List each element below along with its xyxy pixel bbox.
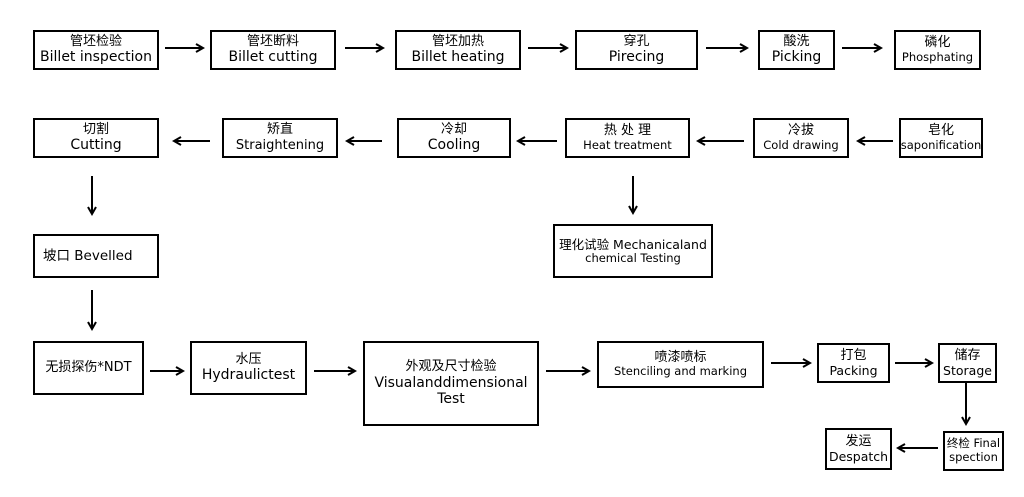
step-billet-heating: 管坯加热 Billet heating [395, 30, 521, 70]
step-label-line1: 理化试验 Mechanicaland [559, 236, 707, 252]
step-label-zh: 酸洗 [783, 33, 810, 49]
step-label-zh: 穿孔 [623, 33, 650, 49]
step-cold-drawing: 冷拔 Cold drawing [753, 118, 849, 158]
step-cooling: 冷却 Cooling [397, 118, 511, 158]
step-label-zh: 切割 [82, 121, 109, 137]
step-label-en: Visualanddimensional [374, 374, 528, 391]
step-label-line2: chemical Testing [585, 250, 681, 265]
step-label-zh: 储存 [954, 347, 981, 363]
step-label-en: Cold drawing [763, 137, 839, 152]
step-bevelled: 坡口 Bevelled [33, 234, 159, 278]
step-label-en: Hydraulictest [201, 367, 296, 384]
step-label-en: Heat treatment [583, 137, 672, 152]
step-label-en: Storage [943, 363, 992, 379]
step-label-line1: 终检 Final [946, 436, 1001, 451]
step-label-zh: 喷漆喷标 [654, 349, 707, 365]
step-label-zh: 热 处 理 [603, 123, 652, 139]
step-label-zh: 管坯检验 [69, 33, 122, 49]
step-straightening: 矫直 Straightening [222, 118, 338, 158]
step-stenciling-marking: 喷漆喷标 Stenciling and marking [597, 341, 764, 388]
step-picking: 酸洗 Picking [758, 30, 835, 70]
step-phosphating: 磷化 Phosphating [894, 30, 981, 70]
step-label-en: Pirecing [608, 49, 665, 66]
step-billet-cutting: 管坯断料 Billet cutting [210, 30, 336, 70]
step-label-zh: 冷拔 [787, 123, 814, 139]
step-label-zh: 磷化 [924, 35, 951, 51]
step-label-en: Billet inspection [40, 49, 152, 66]
step-label-en: Cooling [427, 137, 481, 154]
step-label-en: Phosphating [901, 49, 974, 64]
step-heat-treatment: 热 处 理 Heat treatment [565, 118, 690, 158]
step-saponification: 皂化 saponification [899, 118, 983, 158]
step-label-zh: 打包 [840, 347, 867, 363]
step-label-en: Packing [829, 363, 878, 379]
step-cutting: 切割 Cutting [33, 118, 159, 158]
step-label: 无损探伤*NDT [45, 360, 132, 376]
step-label-en: Straightening [235, 138, 325, 153]
step-label-en: Despatch [828, 449, 889, 465]
step-label-line2: spection [949, 450, 998, 464]
step-label-en: Billet cutting [228, 49, 318, 66]
step-billet-inspection: 管坯检验 Billet inspection [33, 30, 159, 70]
step-final-inspection: 终检 Final spection [943, 431, 1004, 471]
step-hydraulic-test: 水压 Hydraulictest [190, 341, 307, 395]
step-mechanical-chemical-testing: 理化试验 Mechanicaland chemical Testing [553, 224, 713, 278]
step-label-zh: 发运 [845, 433, 872, 449]
step-label-en: saponification [900, 137, 982, 152]
step-visual-dimensional-test: 外观及尺寸检验 Visualanddimensional Test [363, 341, 539, 426]
step-label-zh: 外观及尺寸检验 [405, 358, 497, 374]
step-piercing: 穿孔 Pirecing [575, 30, 698, 70]
step-label-en: Cutting [70, 137, 122, 154]
step-label-en: Stenciling and marking [613, 364, 748, 379]
step-label-en: Billet heating [411, 49, 505, 66]
step-label-en-2: Test [437, 391, 465, 408]
step-label-zh: 水压 [235, 351, 262, 367]
step-label-zh: 矫直 [266, 122, 293, 138]
step-label-zh: 管坯加热 [431, 33, 484, 49]
step-label-en: Picking [771, 49, 822, 66]
step-label-zh: 管坯断料 [246, 33, 299, 49]
step-packing: 打包 Packing [817, 343, 890, 383]
step-storage: 储存 Storage [938, 343, 997, 383]
step-label-zh: 冷却 [440, 121, 467, 137]
step-ndt: 无损探伤*NDT [33, 341, 144, 395]
step-despatch: 发运 Despatch [825, 428, 892, 470]
step-label: 坡口 Bevelled [43, 247, 133, 264]
step-label-zh: 皂化 [927, 123, 954, 139]
